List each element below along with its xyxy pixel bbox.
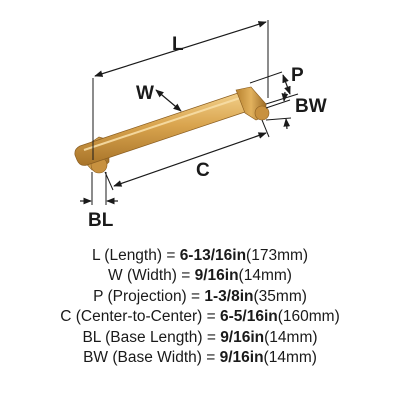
spec-base-width: BW (Base Width) = 9/16in(14mm) xyxy=(0,348,400,368)
spec-base-length: BL (Base Length) = 9/16in(14mm) xyxy=(0,328,400,348)
spec-projection: P (Projection) = 1-3/8in(35mm) xyxy=(0,287,400,307)
spec-name: BW (Base Width) = xyxy=(83,349,220,367)
dimension-C: C xyxy=(104,119,270,191)
spec-name: P (Projection) = xyxy=(93,287,205,305)
spec-metric: (14mm) xyxy=(264,328,318,346)
dimension-W: W xyxy=(136,83,182,112)
spec-value: 6-5/16in xyxy=(220,308,278,326)
spec-metric: (35mm) xyxy=(253,287,307,305)
label-BL: BL xyxy=(88,210,114,231)
spec-name: L (Length) = xyxy=(91,247,180,264)
spec-name: C (Center-to-Center) = xyxy=(60,308,221,326)
label-L: L xyxy=(172,34,184,55)
spec-metric: (160mm) xyxy=(277,308,340,326)
spec-center-to-center: C (Center-to-Center) = 6-5/16in(160mm) xyxy=(0,307,400,327)
label-BW: BW xyxy=(295,96,327,117)
spec-value: 9/16in xyxy=(220,328,265,346)
label-P: P xyxy=(291,65,304,86)
spec-value: 1-3/8in xyxy=(204,287,254,305)
spec-value: 9/16in xyxy=(219,349,264,367)
spec-name: W (Width) = xyxy=(108,267,195,285)
dimension-BL: BL xyxy=(80,172,118,231)
dimension-BW: BW xyxy=(265,91,327,130)
spec-metric: (14mm) xyxy=(263,349,317,367)
cabinet-pull-image xyxy=(74,86,270,174)
label-W: W xyxy=(136,83,154,104)
label-C: C xyxy=(196,160,210,181)
cabinet-pull-dimension-diagram: L W P BW C BL xyxy=(74,20,327,231)
spec-value: 6-13/16in xyxy=(179,247,247,264)
spec-value: 9/16in xyxy=(194,267,239,285)
specifications-list: L (Length) = 6-13/16in(173mm) W (Width) … xyxy=(0,246,400,368)
spec-metric: (173mm) xyxy=(246,247,309,264)
spec-width: W (Width) = 9/16in(14mm) xyxy=(0,266,400,286)
spec-length: L (Length) = 6-13/16in(173mm) xyxy=(0,246,400,266)
dimension-L: L xyxy=(92,20,269,160)
spec-name: BL (Base Length) = xyxy=(82,328,221,346)
spec-metric: (14mm) xyxy=(238,267,292,285)
